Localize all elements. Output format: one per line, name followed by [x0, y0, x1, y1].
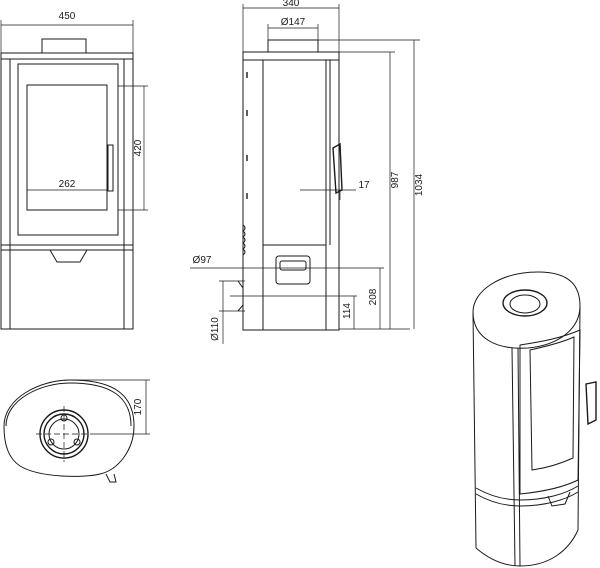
air-inlet-center-label: 114 — [342, 303, 353, 319]
side-view: 340 Ø147 17 987 — [190, 0, 425, 344]
side-depth-label: 340 — [283, 0, 300, 9]
front-door-width-label: 262 — [59, 179, 76, 190]
rear-flue-diameter-label: Ø110 — [210, 317, 221, 341]
side-height-1034-label: 1034 — [414, 173, 425, 196]
front-door — [17, 63, 119, 236]
perspective-handle — [585, 381, 597, 426]
perspective-view — [472, 271, 597, 567]
perspective-top — [472, 271, 581, 349]
front-door-glass — [26, 84, 108, 211]
front-width-label: 450 — [59, 11, 76, 22]
top-body-outline — [3, 379, 135, 477]
perspective-door-glass — [529, 336, 575, 471]
air-inlet — [279, 260, 307, 271]
front-body-outline — [0, 58, 134, 330]
side-flue-diameter-label: Ø147 — [281, 17, 306, 28]
side-handle-offset-label: 17 — [358, 180, 370, 191]
side-height-987-label: 987 — [390, 171, 401, 188]
air-inlet-height-label: 208 — [368, 288, 379, 305]
top-flue-offset-label: 170 — [133, 398, 144, 415]
front-view: 450 420 262 — [0, 11, 148, 330]
air-inlet-diameter-label: Ø97 — [193, 255, 212, 266]
perspective-door — [519, 329, 581, 495]
side-body-outline — [242, 59, 340, 331]
side-handle — [332, 142, 343, 195]
front-door-height-label: 420 — [133, 139, 144, 156]
door-handle — [107, 144, 114, 192]
top-view: 170 — [3, 379, 150, 483]
